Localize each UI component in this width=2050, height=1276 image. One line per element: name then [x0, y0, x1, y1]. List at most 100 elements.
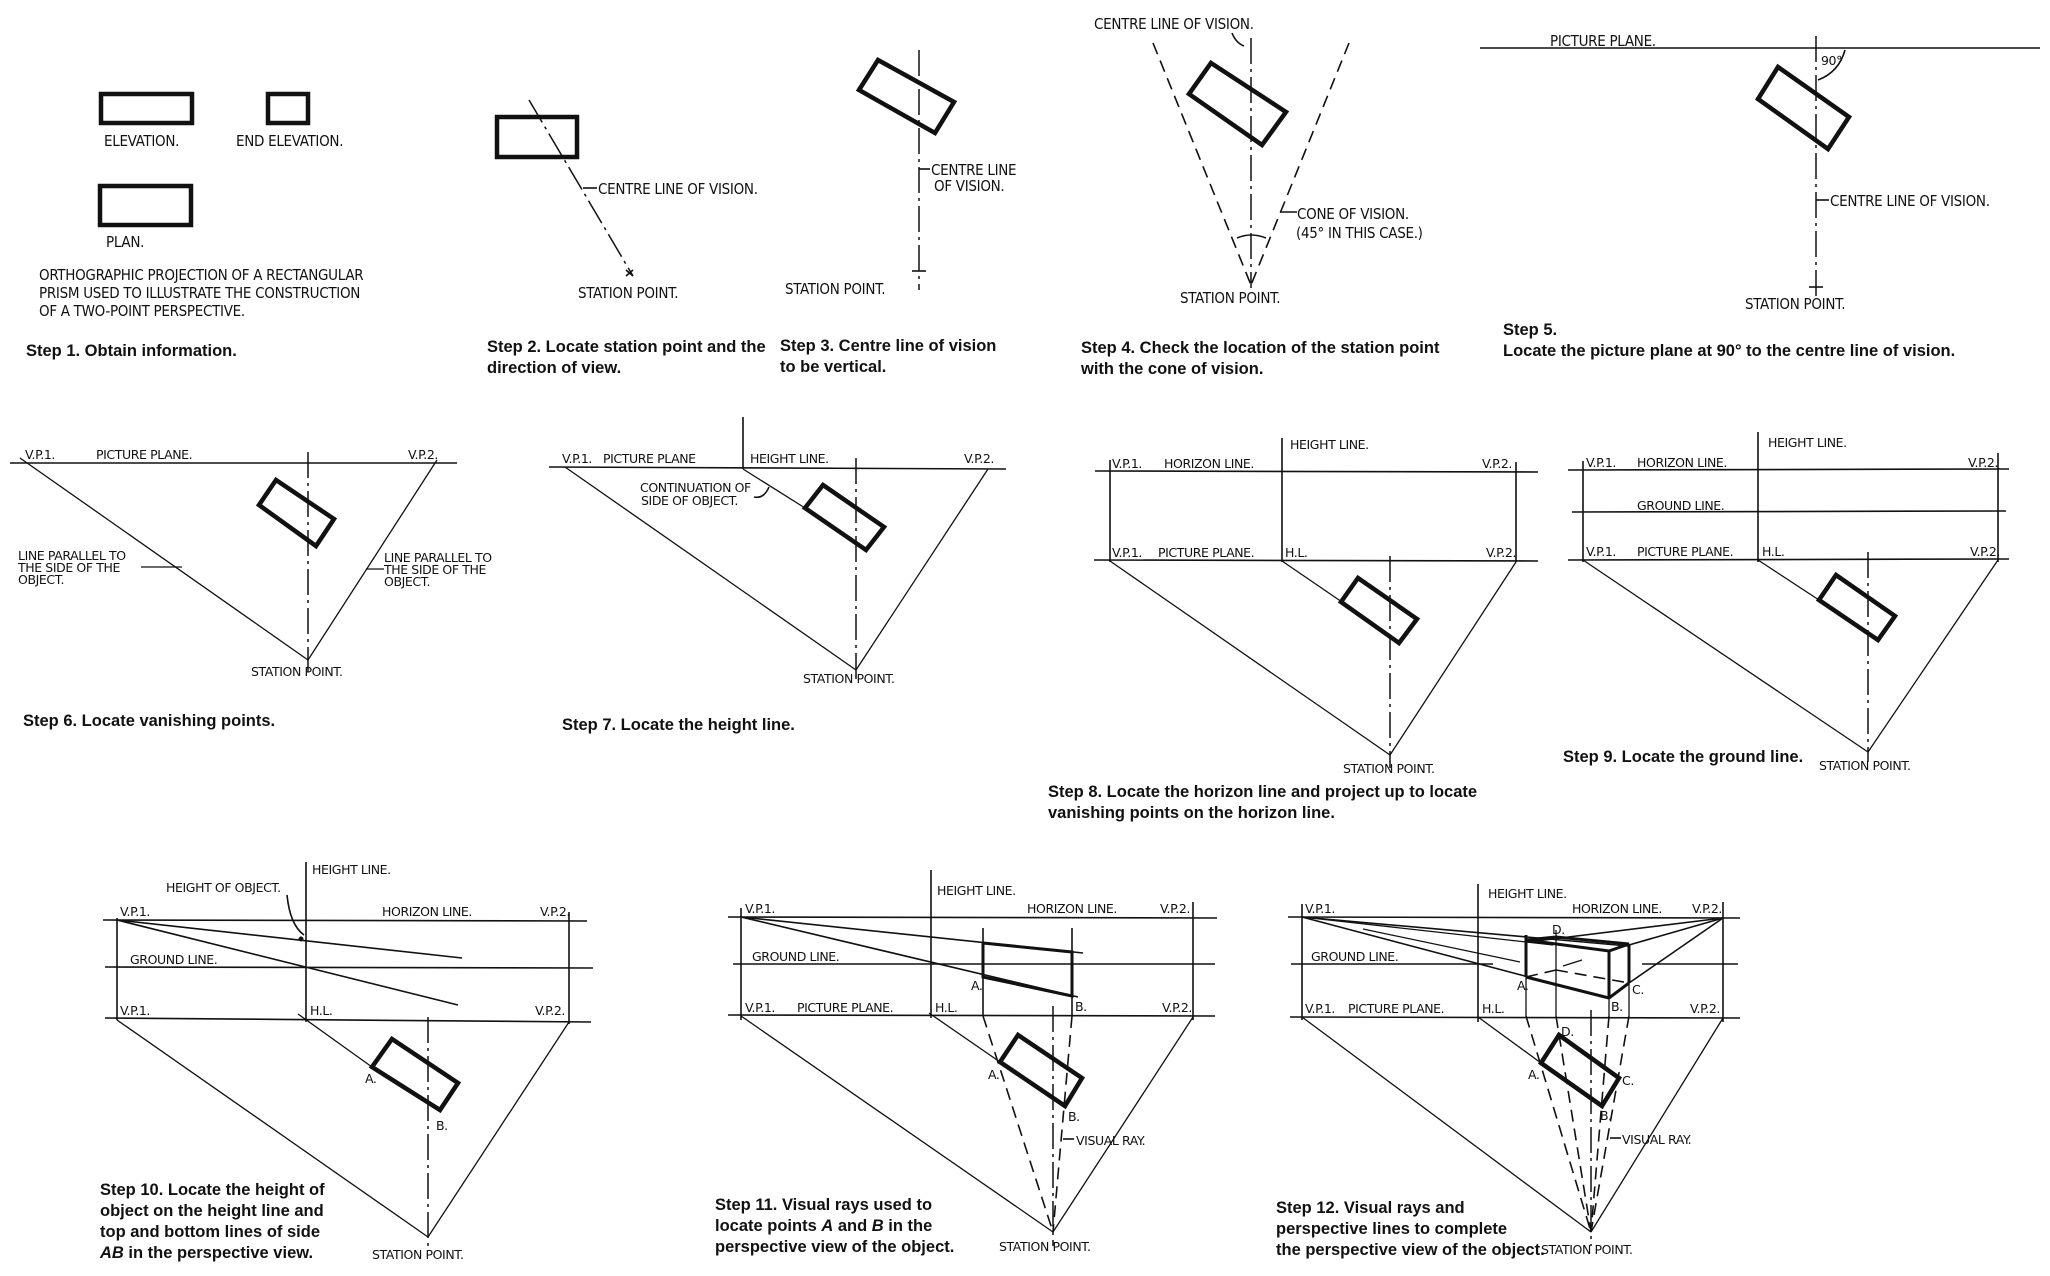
ground-line-label: GROUND LINE.: [752, 949, 839, 964]
description-line: OF A TWO-POINT PERSPECTIVE.: [39, 302, 245, 320]
ground-line-label: GROUND LINE.: [130, 952, 217, 967]
visual-ray-b: [1590, 1015, 1610, 1233]
hl-label: H.L.: [1762, 544, 1785, 559]
plan-object: [494, 114, 580, 160]
top-line-of-side: [116, 919, 463, 959]
step-caption: to be vertical.: [780, 358, 886, 376]
point-d-label: D.: [1561, 1024, 1574, 1039]
picture-plane-label: PICTURE PLANE.: [797, 1000, 893, 1015]
caption-text: Step 11. Visual rays used to: [715, 1196, 932, 1214]
height-line-label: HEIGHT LINE.: [750, 451, 829, 466]
continuation-of-side: [1477, 1016, 1542, 1064]
step-caption: Step 5.: [1503, 321, 1557, 339]
centre-line-label: CENTRE LINE: [931, 161, 1016, 179]
bottom-edge-bc: [1608, 981, 1630, 1000]
bottom-edge-ab: [1525, 975, 1610, 1000]
perspective-line-vp1: [1301, 916, 1629, 947]
elevation-label: ELEVATION.: [104, 132, 179, 150]
vp1-label: V.P.1.: [745, 901, 775, 916]
vp1-label: V.P.1.: [562, 451, 592, 466]
plan-object: [855, 57, 958, 137]
visual-ray-b: [1052, 1015, 1073, 1233]
line-parallel-left: [116, 1019, 429, 1238]
step-caption: Step 11. Visual rays used to: [715, 1196, 932, 1214]
vp2-label: V.P.2.: [540, 904, 570, 919]
line-parallel-left: [1582, 559, 1869, 753]
step-caption: direction of view.: [487, 359, 621, 377]
line-parallel-right: [1389, 561, 1517, 756]
picture-plane-label: PICTURE PLANE: [603, 451, 696, 466]
station-point-label: STATION POINT.: [999, 1239, 1091, 1254]
line-parallel-left: [564, 466, 857, 671]
parallel-right-label: LINE PARALLEL TO: [384, 550, 492, 565]
point-b-label: B.: [1075, 999, 1087, 1014]
step-10: HEIGHT LINE. HEIGHT OF OBJECT. V.P.1. HO…: [99, 862, 594, 1262]
picture-plane-label: PICTURE PLANE.: [1550, 32, 1656, 50]
parallel-left-label: LINE PARALLEL TO: [18, 548, 126, 563]
description-line: PRISM USED TO ILLUSTRATE THE CONSTRUCTIO…: [39, 284, 360, 302]
visual-ray-label: VISUAL RAY.: [1622, 1132, 1691, 1147]
step-caption: with the cone of vision.: [1080, 360, 1263, 378]
station-point-label: STATION POINT.: [803, 671, 895, 686]
plan-object: [1185, 59, 1290, 149]
station-point-label: STATION POINT.: [372, 1247, 464, 1262]
line-parallel-left: [1301, 1016, 1592, 1233]
parallel-right-label: OBJECT.: [384, 574, 430, 589]
vp1-label: V.P.1.: [1586, 544, 1616, 559]
step-caption: perspective view of the object.: [715, 1238, 954, 1256]
centre-line-label: CENTRE LINE OF VISION.: [598, 180, 758, 198]
step-11: HEIGHT LINE. V.P.1. HORIZON LINE. V.P.2.…: [715, 870, 1218, 1256]
picture-plane-label: PICTURE PLANE.: [1158, 545, 1254, 560]
cone-of-vision-right: [1250, 42, 1350, 286]
ground-line: [104, 966, 594, 969]
line-parallel-left: [19, 457, 309, 661]
station-point-label: STATION POINT.: [1541, 1242, 1633, 1257]
station-point-label: STATION POINT.: [1745, 295, 1845, 313]
line-parallel-left: [740, 1015, 1054, 1233]
step-caption: locate points A and B in the: [715, 1217, 932, 1235]
perspective-line-vp2: [1628, 917, 1724, 946]
continuation-of-side: [1757, 559, 1820, 601]
horizon-line-label: HORIZON LINE.: [1572, 901, 1662, 916]
angle-label: 90°: [1821, 53, 1842, 68]
vp1-label: V.P.1.: [1305, 1001, 1335, 1016]
top-face: [1525, 935, 1630, 953]
point-b-label: B.: [436, 1118, 448, 1133]
point-a-label: A.: [1517, 978, 1529, 993]
picture-plane-line: [1289, 1016, 1741, 1019]
end-elevation-rect: [265, 91, 311, 126]
step-caption: AB in the perspective view.: [99, 1244, 313, 1262]
point-c-label: C.: [1622, 1073, 1634, 1088]
vp1-label: V.P.1.: [120, 904, 150, 919]
plan-object: [368, 1035, 462, 1114]
bottom-line-of-side: [116, 919, 459, 1006]
hidden-edge-stub: [1562, 959, 1583, 967]
horizon-line-label: HORIZON LINE.: [1027, 901, 1117, 916]
hl-label: H.L.: [935, 1000, 958, 1015]
horizon-line: [1287, 916, 1741, 919]
plan-object: [1815, 571, 1899, 644]
picture-plane-line: [1567, 558, 2010, 561]
station-point-label: STATION POINT.: [1343, 761, 1435, 776]
hl-label: H.L.: [1285, 545, 1308, 560]
line-parallel-right: [855, 468, 989, 671]
vp2-label: V.P.2.: [964, 451, 994, 466]
vp2-label: V.P.2.: [1482, 456, 1512, 471]
point-a-label: A.: [1528, 1067, 1540, 1082]
right-angle-arc: [1817, 49, 1846, 81]
cone-label: CONE OF VISION.: [1297, 205, 1409, 223]
ground-line-label: GROUND LINE.: [1637, 498, 1724, 513]
point-a-label: A.: [988, 1067, 1000, 1082]
centre-line-label: OF VISION.: [934, 177, 1004, 195]
perspective-line-vp1: [1362, 928, 1521, 963]
vp2-label: V.P.2.: [1162, 1000, 1192, 1015]
picture-plane-line: [1093, 559, 1539, 562]
point-b-label: B.: [1068, 1109, 1080, 1124]
step-12: HEIGHT LINE. V.P.1. HORIZON LINE. V.P.2.…: [1276, 884, 1741, 1259]
height-line-label: HEIGHT LINE.: [1768, 435, 1847, 450]
vp1-label: V.P.1.: [745, 1000, 775, 1015]
plan-object: [1537, 1031, 1623, 1110]
line-parallel-right: [307, 459, 438, 661]
leader-arrow: [1231, 32, 1245, 47]
step-caption: object on the height line and: [100, 1202, 324, 1220]
